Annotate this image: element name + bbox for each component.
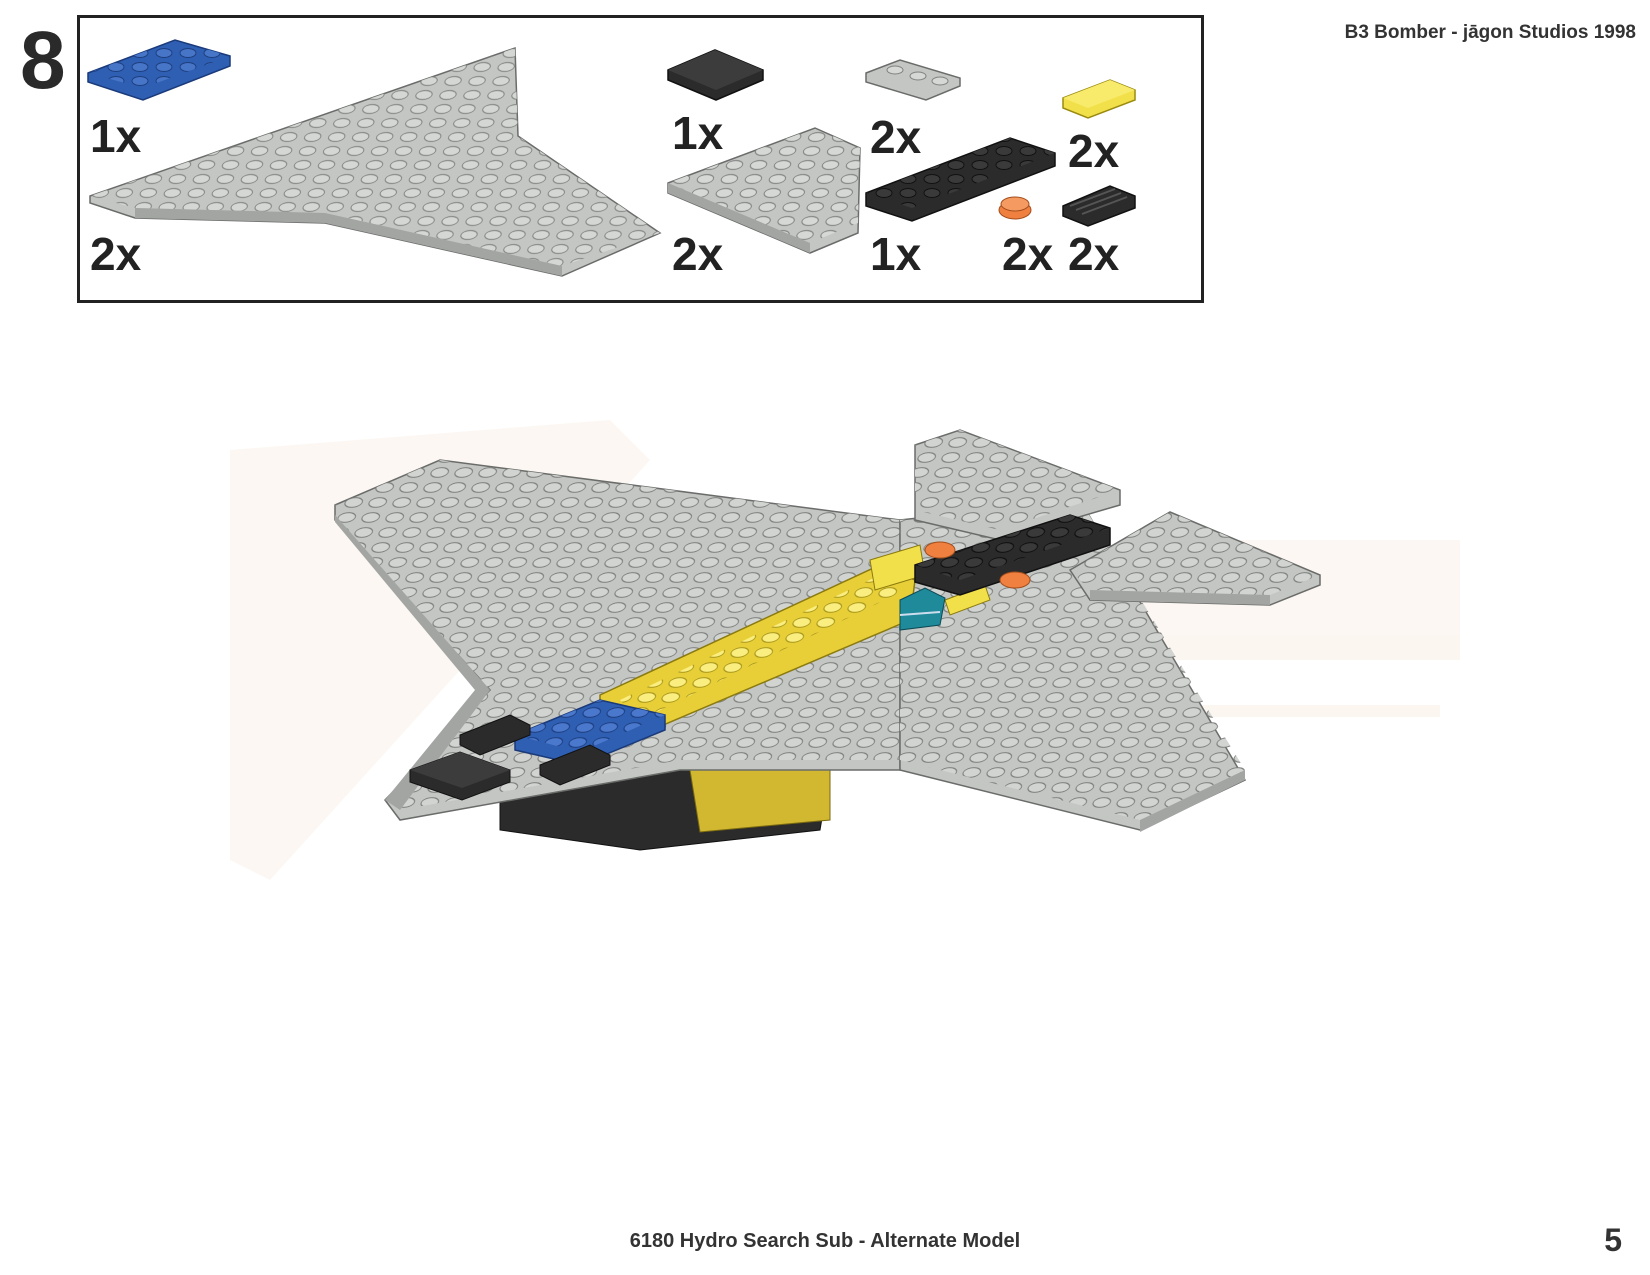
qty-corner-plate: 2x xyxy=(870,111,922,163)
black-grille-part xyxy=(1062,185,1136,227)
qty-black-tile: 1x xyxy=(672,107,724,159)
qty-black-grille: 2x xyxy=(1068,228,1120,280)
cockpit-canopy xyxy=(899,587,946,631)
orange-round-part xyxy=(998,196,1032,220)
qty-black-plate: 1x xyxy=(870,228,922,280)
small-wing-part xyxy=(667,127,861,254)
nose-grilles xyxy=(409,714,611,801)
black-tile-part xyxy=(667,49,764,101)
black-top-plate xyxy=(914,514,1111,596)
qty-blue-plate: 1x xyxy=(90,110,142,162)
page-number: 5 xyxy=(1604,1222,1622,1258)
tail-fin xyxy=(914,429,1121,541)
qty-large-wing: 2x xyxy=(90,228,142,280)
parts-illustrations xyxy=(87,39,1136,277)
parts-list-box: 1x 2x 1x 2x 2x 1x 2x 2x 2x xyxy=(77,15,1204,303)
footer-title: 6180 Hydro Search Sub - Alternate Model xyxy=(629,1230,1021,1252)
corner-plate-part xyxy=(865,59,961,101)
header-title: B3 Bomber - jāgon Studios 1998 xyxy=(1344,22,1636,43)
blue-nose-plate xyxy=(514,699,666,766)
qty-yellow-tile: 2x xyxy=(1068,125,1120,177)
qty-orange-round: 2x xyxy=(1002,228,1054,280)
blue-plate-part xyxy=(87,39,231,101)
qty-small-wing: 2x xyxy=(672,228,724,280)
black-plate-part xyxy=(865,137,1056,222)
yellow-tile-part xyxy=(1062,79,1136,119)
large-wing-part xyxy=(89,46,662,277)
orange-rounds xyxy=(924,541,1031,589)
step-number: 8 xyxy=(20,15,66,106)
hull-underside xyxy=(499,759,831,851)
right-small-wing xyxy=(1068,511,1321,606)
